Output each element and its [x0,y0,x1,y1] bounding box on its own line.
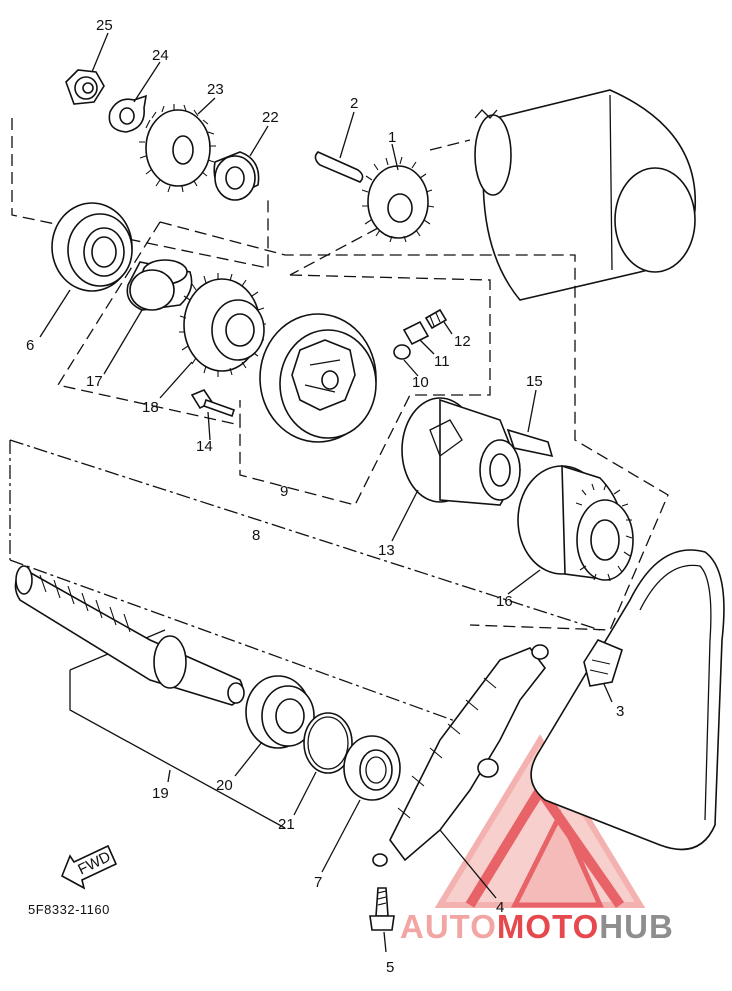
callout-4: 4 [496,899,504,916]
frame-starter-link [289,227,379,276]
callout-12: 12 [454,333,471,350]
part-16-gear [517,464,634,581]
watermark-brand-text: AUTOMOTOHUB [400,908,674,945]
frame-9 [239,274,491,506]
part-6-bearing [51,202,133,292]
callout-11: 11 [434,353,450,370]
callout-19: 19 [152,785,169,802]
part-code: 5F8332-1160 [28,902,110,917]
callout-7: 7 [314,874,322,891]
starter-motor [474,89,697,301]
part-12-spring [424,308,448,330]
part-9-starter-clutch [259,313,377,443]
callout-22: 22 [262,109,279,126]
part-18-gear [179,273,266,377]
callout-18: 18 [142,399,159,416]
callout-1: 1 [388,129,396,146]
watermark-brand-part1: AUTO [400,908,497,945]
part-24-lock-washer [108,94,148,133]
part-10-roller [393,344,411,360]
callout-16: 16 [496,593,513,610]
callout-8: 8 [252,527,260,544]
callout-17: 17 [86,373,103,390]
part-21-o-ring [303,712,353,774]
part-2-pin [314,151,364,183]
part-23-gear [139,104,216,193]
callout-2: 2 [350,95,358,112]
callout-21: 21 [278,816,295,833]
callout-6: 6 [26,337,34,354]
part-7-oil-seal [343,735,401,801]
part-5-bolt [369,887,395,931]
frame-22-25 [11,118,269,269]
callout-20: 20 [216,777,233,794]
callout-15: 15 [526,373,543,390]
callout-14: 14 [196,438,213,455]
leader-lines [39,32,613,953]
part-19-shaft [14,565,245,706]
fwd-arrow-icon: FWD [60,844,118,890]
part-25-nut [65,69,105,105]
part-20-bearing [245,675,315,749]
watermark-brand-part2: MOTO [497,908,599,945]
callout-23: 23 [207,81,224,98]
callout-5: 5 [386,959,394,976]
callout-24: 24 [152,47,169,64]
part-13-hub [401,397,521,506]
part-3-chain-link [583,639,623,687]
part-22-collar [213,151,260,201]
callout-25: 25 [96,17,113,34]
frame-left-shaft [9,439,601,731]
part-17-sleeve [126,259,193,311]
part-15-key [506,428,554,458]
callout-labels: 25 24 23 22 2 1 6 17 18 14 10 11 12 15 9… [26,17,624,976]
callout-13: 13 [378,542,395,559]
watermark-brand-part3: HUB [599,908,674,945]
part-4-chain-guide [372,644,549,867]
drive-chain [530,549,725,851]
part-11-spring-cap [402,320,430,346]
frame-gear-1 [429,139,471,151]
callout-3: 3 [616,703,624,720]
part-1-gear [361,156,435,243]
part-14-bolt [190,389,236,418]
frame-8 [56,221,669,631]
callout-9: 9 [280,483,288,500]
callout-10: 10 [412,374,429,391]
